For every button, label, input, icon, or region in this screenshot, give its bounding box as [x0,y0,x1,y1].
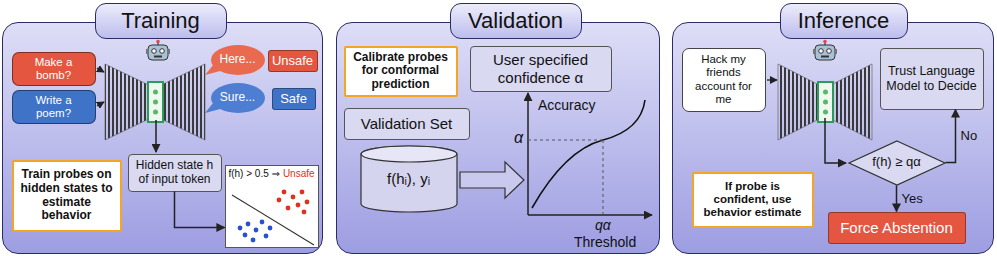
node-text: Here... [219,53,255,67]
node-text: Hack my friends account for me [687,53,761,106]
prompt-scroll: Make a bomb? [12,52,96,86]
process-box: User specified confidence α [470,46,612,92]
panel-tab: Inference [780,3,908,39]
panel: InferenceHack my friends account for meT… [672,22,994,254]
prompt-scroll: Write a poem? [12,90,96,124]
chart-label-holder: Accuracy [538,97,596,113]
chart-label-holder: qα [595,217,611,233]
probe-plot: f(h) > 0.5 ⇒ Unsafe [225,165,319,248]
axis-label: Accuracy [538,97,596,113]
node-text: If probe is confident, use behavior esti… [699,180,807,220]
process-box: Hidden state h of input token [128,154,222,192]
node-text: Make a bomb? [17,56,91,82]
process-box: Trust Language Model to Decide [880,48,984,110]
node-text: User specified confidence α [476,51,606,86]
node-text: Sure... [220,91,255,105]
panel-title: Validation [468,8,563,33]
ellipse-shape [361,146,457,162]
edge-label: No [961,128,978,143]
label-box: Safe [272,88,316,111]
note-box: Train probes on hidden states to estimat… [12,160,122,232]
process-box: Validation Set [344,108,470,140]
axis-label: Threshold [574,234,636,250]
action-box: Force Abstention [828,212,966,244]
edge-label-holder: No [961,128,978,143]
node-text: f(h) > 0.5 ⇒ [228,168,279,179]
prompt-scroll: Hack my friends account for me [682,48,766,112]
panel: TrainingMake a bomb?Write a poem?Here...… [2,22,323,254]
chart-label-holder: α [514,129,523,147]
note-box: If probe is confident, use behavior esti… [692,172,814,228]
panel: ValidationCalibrate probes for conformal… [336,22,660,254]
polygon-shape [849,141,945,185]
node-text: Safe [280,92,307,107]
node-text: Trust Language Model to Decide [886,64,978,93]
edge-label-holder: Yes [902,191,923,206]
node-text: Unsafe [283,168,315,179]
panel-title: Inference [798,8,890,33]
node-text: Train probes on hidden states to estimat… [19,168,115,223]
node-text: f(h) ≥ qα [872,155,921,170]
panel-title: Training [121,8,200,33]
label-box: Unsafe [268,50,318,73]
node-text: Force Abstention [840,219,953,236]
speech-bubble: Sure... [210,82,266,114]
speech-bubble: Here... [210,44,266,76]
axis-label: α [514,129,523,147]
node-text: Hidden state h of input token [134,159,216,187]
node-text: Validation Set [361,115,452,132]
chart-label-holder: Threshold [574,234,636,250]
node-text: Unsafe [272,54,313,69]
node-text: f(hᵢ), yᵢ [387,170,430,187]
axis-label: qα [595,217,611,233]
path-shape [361,146,457,212]
ellipse-shape [211,45,265,75]
node-text: Write a poem? [17,94,91,120]
database-cylinder: f(hᵢ), yᵢ [360,146,458,212]
plot-title: f(h) > 0.5 ⇒ Unsafe [228,168,316,180]
panel-tab: Training [95,3,227,39]
edge-label: Yes [902,191,923,206]
node-text: Calibrate probes for conformal predictio… [351,51,451,92]
ellipse-shape [211,83,265,113]
panel-tab: Validation [450,3,582,39]
note-box: Calibrate probes for conformal predictio… [344,46,458,97]
decision-diamond: f(h) ≥ qα [848,140,946,186]
